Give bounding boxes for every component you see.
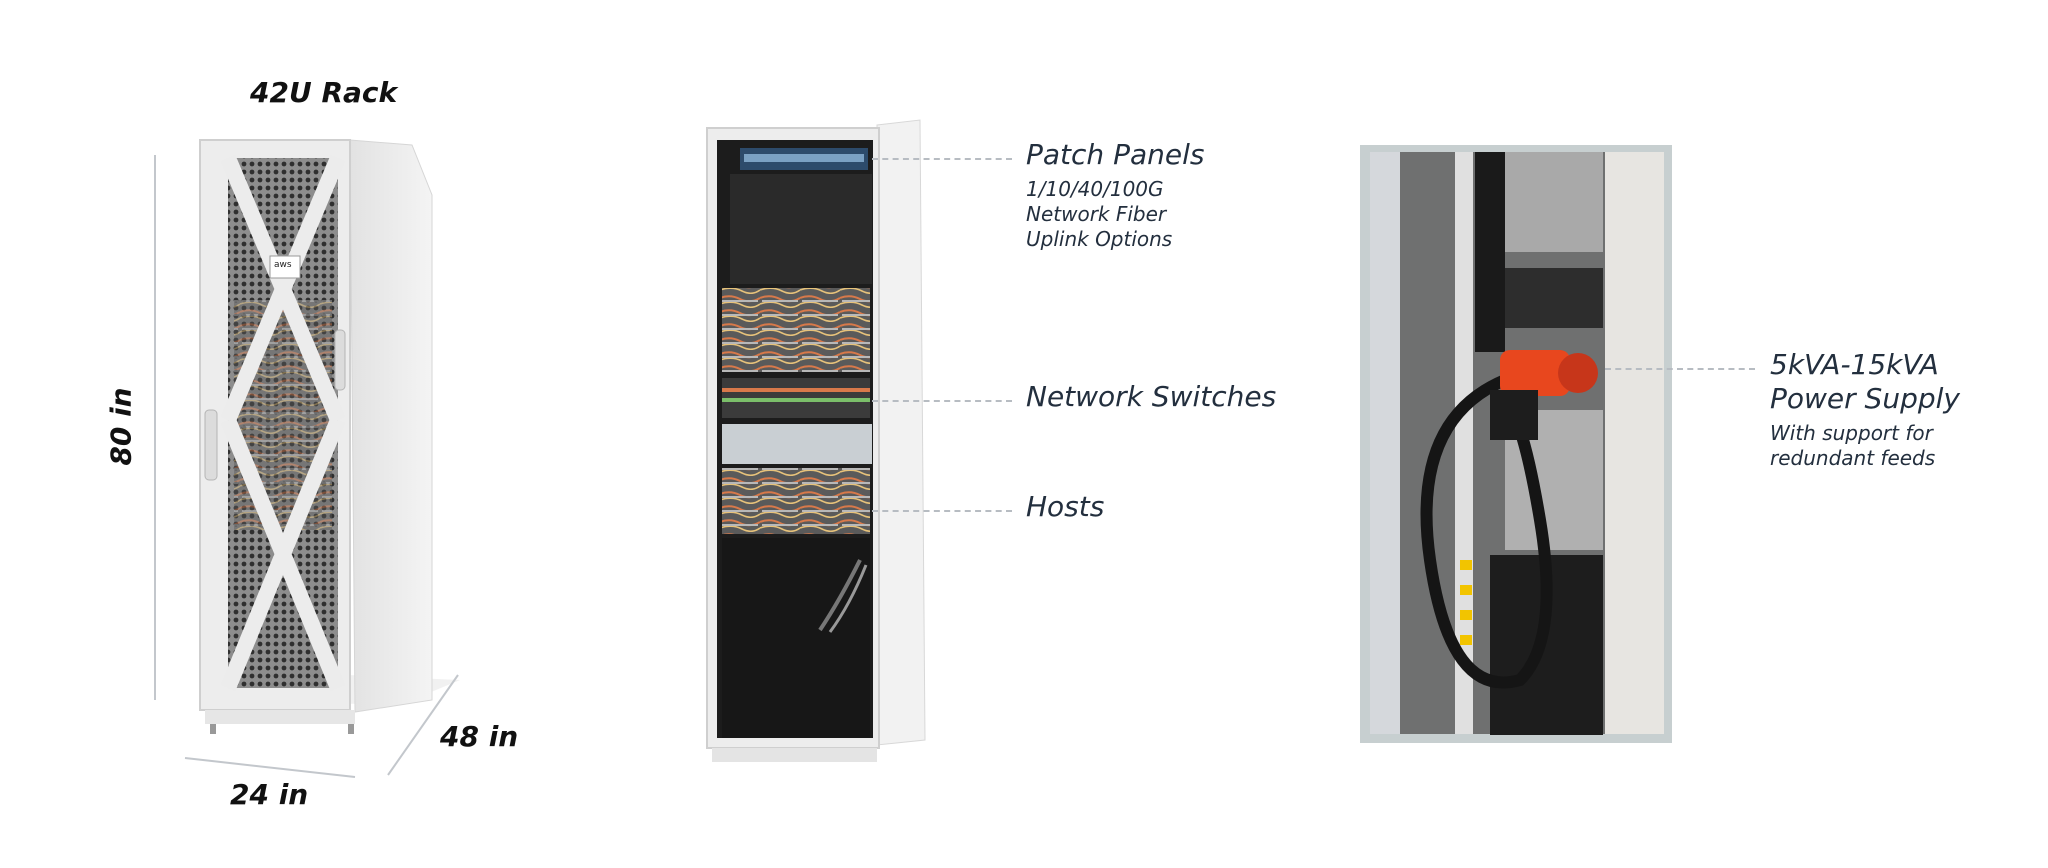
patch-panels-leader <box>872 158 1012 160</box>
rack-front-image <box>154 139 460 778</box>
hosts-label: Hosts <box>1026 490 1105 523</box>
width-dimension-label: 24 in <box>230 778 309 811</box>
depth-dimension-label: 48 in <box>440 720 519 753</box>
power-supply-sub-1: With support for <box>1770 421 1933 445</box>
power-supply-title-2: Power Supply <box>1770 382 1960 415</box>
power-supply-image <box>1360 145 1672 743</box>
hosts-leader <box>872 510 1012 512</box>
aws-badge: aws <box>274 260 292 270</box>
network-switches-leader <box>872 400 1012 402</box>
patch-panels-sub-3: Uplink Options <box>1026 227 1173 251</box>
network-switches-label: Network Switches <box>1026 380 1277 413</box>
power-supply-title-1: 5kVA-15kVA <box>1770 348 1939 381</box>
height-dimension-label: 80 in <box>104 387 138 466</box>
rack-open-image <box>706 119 926 762</box>
patch-panels-label: Patch Panels <box>1026 138 1205 171</box>
rack-title: 42U Rack <box>250 76 398 109</box>
patch-panels-sub-2: Network Fiber <box>1026 202 1167 226</box>
patch-panels-sub-1: 1/10/40/100G <box>1026 177 1164 201</box>
power-supply-sub-2: redundant feeds <box>1770 446 1936 470</box>
power-supply-leader <box>1605 368 1755 370</box>
